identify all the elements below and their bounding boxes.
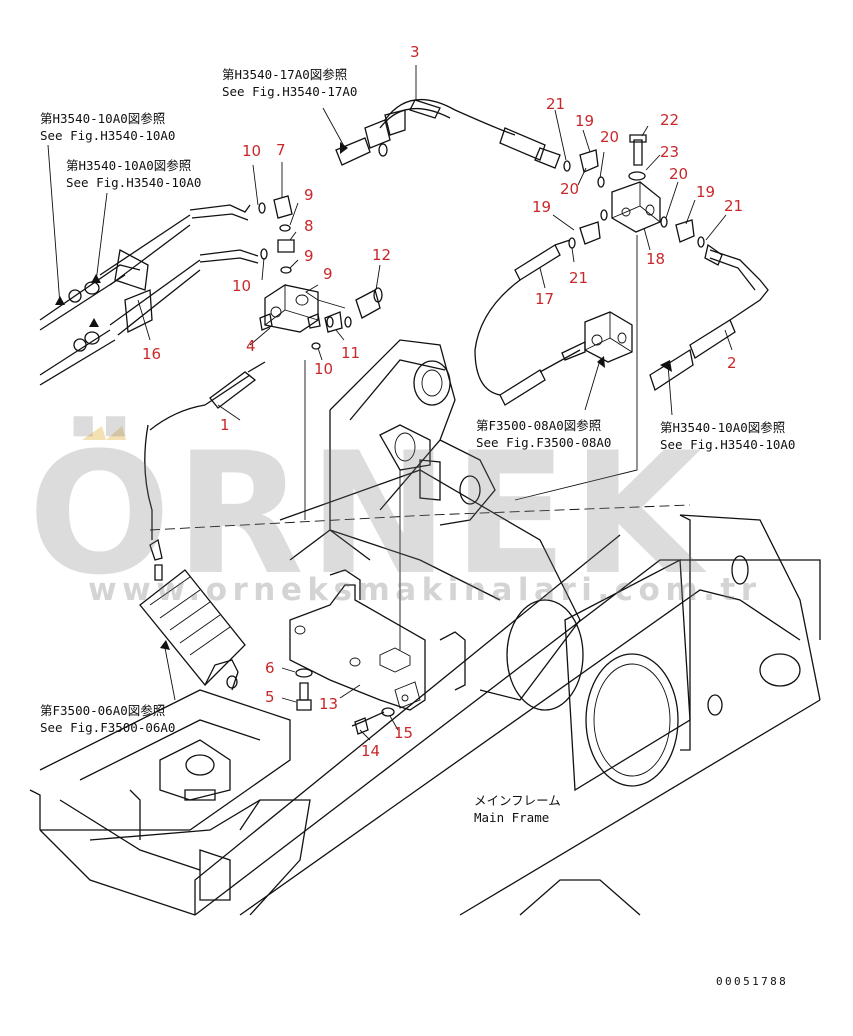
valve-blocks xyxy=(264,181,661,363)
callout-13: 13 xyxy=(319,695,339,713)
ref-f3500-08a0-en: See Fig.F3500-08A0 xyxy=(476,435,612,450)
watermark-accent xyxy=(106,426,126,440)
callout-17: 17 xyxy=(535,290,555,308)
callout-9: 9 xyxy=(304,247,314,265)
callout-10: 10 xyxy=(314,360,334,378)
watermark-url: www.orneksmakinalari.com.tr xyxy=(88,572,762,608)
ref-h3540-10a0-en: See Fig.H3540-10A0 xyxy=(660,437,796,452)
ref-h3540-10a0-jp: 第H3540-10A0図参照 xyxy=(66,158,192,173)
ref-f3500-06a0-jp: 第F3500-06A0図参照 xyxy=(40,703,166,718)
callout-12: 12 xyxy=(372,246,392,264)
callout-9: 9 xyxy=(323,265,333,283)
callout-4: 4 xyxy=(246,337,256,355)
callout-16: 16 xyxy=(142,345,162,363)
callout-8: 8 xyxy=(304,217,314,235)
callout-20: 20 xyxy=(669,165,689,183)
leader-lines xyxy=(47,65,733,741)
ref-h3540-10a0-en: See Fig.H3540-10A0 xyxy=(40,128,176,143)
callout-18: 18 xyxy=(646,250,666,268)
ref-h3540-17a0-en: See Fig.H3540-17A0 xyxy=(222,84,358,99)
main-frame xyxy=(29,235,821,916)
callout-21: 21 xyxy=(546,95,566,113)
watermark-accent xyxy=(82,426,106,440)
callout-5: 5 xyxy=(265,688,275,706)
callout-3: 3 xyxy=(410,43,420,61)
callout-20: 20 xyxy=(560,180,580,198)
callout-20: 20 xyxy=(600,128,620,146)
bolts-and-washers xyxy=(295,668,395,735)
callout-11: 11 xyxy=(341,344,361,362)
ref-h3540-17a0-jp: 第H3540-17A0図参照 xyxy=(222,67,348,82)
ref-f3500-08a0-jp: 第F3500-08A0図参照 xyxy=(476,418,602,433)
callout-6: 6 xyxy=(265,659,275,677)
callout-9: 9 xyxy=(304,186,314,204)
callout-10: 10 xyxy=(232,277,252,295)
callout-19: 19 xyxy=(532,198,552,216)
callout-10: 10 xyxy=(242,142,262,160)
document-number: 00051788 xyxy=(716,975,789,988)
controller-box xyxy=(139,424,246,691)
callout-23: 23 xyxy=(660,143,680,161)
watermark-brand: ÖRNEK xyxy=(28,416,706,612)
bracket-plate xyxy=(289,569,466,711)
ref-h3540-10a0-en: See Fig.H3540-10A0 xyxy=(66,175,202,190)
callout-2: 2 xyxy=(727,354,737,372)
callout-22: 22 xyxy=(660,111,680,129)
callout-1: 1 xyxy=(220,416,230,434)
ref-h3540-10a0-jp: 第H3540-10A0図参照 xyxy=(40,111,166,126)
callout-21: 21 xyxy=(724,197,744,215)
callout-14: 14 xyxy=(361,742,381,760)
callout-15: 15 xyxy=(394,724,414,742)
ref-h3540-10a0-jp: 第H3540-10A0図参照 xyxy=(660,420,786,435)
ref-f3500-06a0-en: See Fig.F3500-06A0 xyxy=(40,720,176,735)
main-frame-label-en: Main Frame xyxy=(474,810,550,825)
main-frame-label-jp: メインフレーム xyxy=(474,793,561,808)
callout-21: 21 xyxy=(569,269,589,287)
arrow-heads xyxy=(55,142,672,650)
callout-7: 7 xyxy=(276,141,286,159)
hoses xyxy=(39,98,769,431)
callout-19: 19 xyxy=(575,112,595,130)
callout-19: 19 xyxy=(696,183,716,201)
